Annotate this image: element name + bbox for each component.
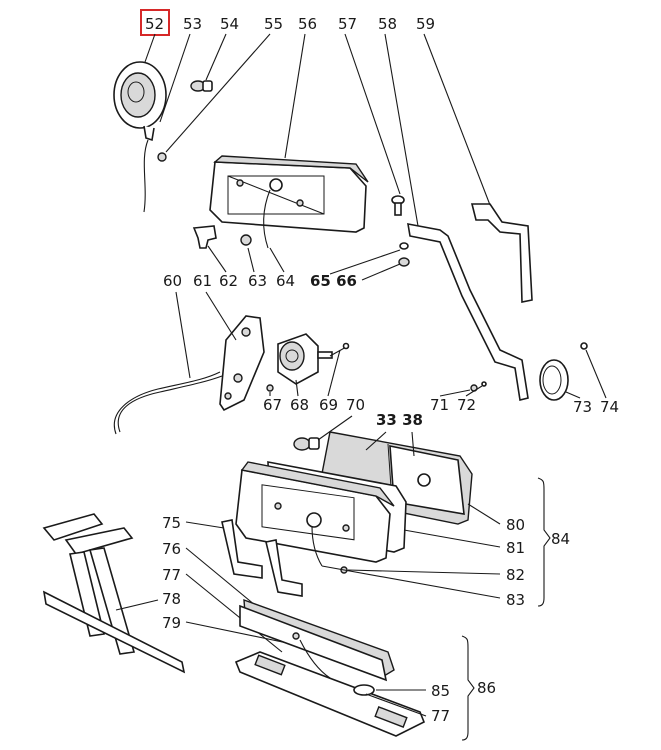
label-61[interactable]: 61 [193, 272, 212, 290]
part-76-bracket[interactable] [265, 539, 303, 597]
part-60-cable[interactable] [113, 371, 223, 435]
label-75[interactable]: 75 [162, 514, 181, 532]
part-78-frame[interactable] [42, 513, 186, 674]
part-73-reflector[interactable] [539, 359, 569, 401]
part-56-lamp-housing[interactable] [209, 155, 369, 249]
part-75-bracket[interactable] [221, 519, 263, 579]
label-77b[interactable]: 77 [431, 707, 450, 725]
part-71-72-nuts[interactable] [470, 381, 487, 392]
label-52[interactable]: 52 [145, 15, 164, 33]
label-64[interactable]: 64 [276, 272, 295, 290]
label-63[interactable]: 63 [248, 272, 267, 290]
label-79[interactable]: 79 [162, 614, 181, 632]
part-62-clip[interactable] [192, 225, 217, 249]
part-59-small-bracket[interactable] [470, 203, 533, 303]
label-78[interactable]: 78 [162, 590, 181, 608]
part-52-work-lamp[interactable] [113, 61, 167, 213]
label-54[interactable]: 54 [220, 15, 239, 33]
label-69[interactable]: 69 [319, 396, 338, 414]
label-57[interactable]: 57 [338, 15, 357, 33]
label-82[interactable]: 82 [506, 566, 525, 584]
part-74-screw[interactable] [580, 342, 588, 350]
part-69-screw[interactable] [329, 342, 350, 357]
part-84-rear-lamp[interactable] [235, 461, 395, 567]
label-67[interactable]: 67 [263, 396, 282, 414]
label-83[interactable]: 83 [506, 591, 525, 609]
part-61-plate[interactable] [219, 315, 265, 412]
label-86[interactable]: 86 [477, 679, 496, 697]
part-55-grommet[interactable] [157, 152, 167, 162]
part-68-socket[interactable] [277, 333, 333, 385]
label-76[interactable]: 76 [162, 540, 181, 558]
label-59[interactable]: 59 [416, 15, 435, 33]
part-85-lens-plate[interactable] [234, 651, 426, 737]
part-58-long-bracket[interactable] [407, 223, 529, 401]
label-74[interactable]: 74 [600, 398, 619, 416]
part-63-nut[interactable] [240, 234, 252, 246]
label-71[interactable]: 71 [430, 396, 449, 414]
label-77a[interactable]: 77 [162, 566, 181, 584]
label-68[interactable]: 68 [290, 396, 309, 414]
label-72[interactable]: 72 [457, 396, 476, 414]
label-81[interactable]: 81 [506, 539, 525, 557]
label-33-38[interactable]: 33 38 [376, 411, 423, 429]
label-65-66[interactable]: 65 66 [310, 272, 357, 290]
label-84[interactable]: 84 [551, 530, 570, 548]
part-70-bulb[interactable] [293, 437, 320, 451]
label-55[interactable]: 55 [264, 15, 283, 33]
label-60[interactable]: 60 [163, 272, 182, 290]
label-85[interactable]: 85 [431, 682, 450, 700]
label-70[interactable]: 70 [346, 396, 365, 414]
part-54-bulb[interactable] [190, 80, 213, 92]
part-86-license-lamp[interactable] [239, 598, 395, 682]
label-58[interactable]: 58 [378, 15, 397, 33]
part-57-bolt[interactable] [391, 195, 405, 216]
label-53[interactable]: 53 [183, 15, 202, 33]
label-56[interactable]: 56 [298, 15, 317, 33]
label-62[interactable]: 62 [219, 272, 238, 290]
label-73[interactable]: 73 [573, 398, 592, 416]
part-67-washer[interactable] [266, 384, 274, 392]
part-65-66-washers[interactable] [398, 242, 410, 267]
label-80[interactable]: 80 [506, 516, 525, 534]
